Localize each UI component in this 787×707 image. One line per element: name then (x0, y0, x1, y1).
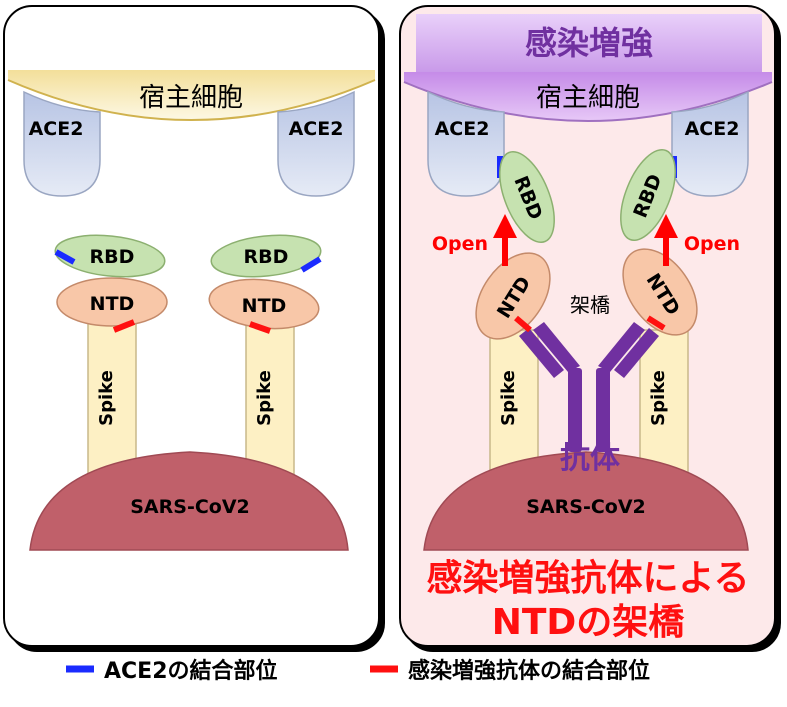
virus-label-right: SARS-CoV2 (526, 496, 646, 518)
rbd-domain-left-a (54, 234, 166, 278)
ace2-receptor-left-a (23, 90, 101, 197)
crosslink-label: 架橋 (570, 293, 610, 317)
ntd-label-left-b: NTD (242, 295, 287, 317)
legend: ACE2の結合部位 感染増強抗体の結合部位 (66, 658, 650, 684)
ace2-receptor-right-a (427, 90, 505, 197)
spike-label-left-a: Spike (96, 370, 117, 426)
spike-label-left-b: Spike (254, 370, 275, 426)
ntd-domain-left-a (56, 277, 168, 327)
rbd-domain-right-a (499, 150, 555, 244)
spike-label-right-a: Spike (498, 370, 519, 426)
rbd-label-left-a: RBD (90, 246, 135, 268)
caption-line-2: NTDの架橋 (492, 602, 685, 643)
enhancement-banner-label: 感染増強 (525, 24, 653, 62)
host-cell-label-right: 宿主細胞 (536, 83, 640, 113)
enhancing-site-left-b (249, 321, 271, 334)
legend-enhancing-label: 感染増強抗体の結合部位 (408, 658, 650, 684)
ntd-label-left-a: NTD (90, 293, 135, 315)
ace2-site-left-a (54, 249, 76, 265)
open-label-left: Open (432, 233, 488, 255)
virus-body-right (423, 451, 749, 551)
ace2-label-right-b: ACE2 (685, 118, 740, 140)
rbd-label-left-b: RBD (244, 246, 289, 268)
ace2-receptor-right-b (671, 90, 749, 197)
ntd-domain-right-a (475, 252, 551, 340)
antibody-shape (519, 322, 659, 452)
host-cell-membrane-right (404, 72, 772, 121)
enhancing-site-left-a (112, 319, 136, 333)
rbd-domain-left-b (210, 234, 322, 278)
right-panel: 感染増強 宿主細胞 ACE2 ACE2 Spike Spike SARS-CoV… (399, 5, 776, 647)
left-panel: 宿主細胞 ACE2 ACE2 Spike Spike SARS-CoV2 NTD… (3, 5, 380, 647)
enhancing-site-right-a (514, 315, 532, 333)
open-label-right: Open (684, 233, 740, 255)
virus-label-left: SARS-CoV2 (130, 496, 250, 518)
host-cell-label-left: 宿主細胞 (139, 83, 243, 113)
ace2-site-left-b (300, 256, 322, 273)
enhancing-site-right-b (646, 315, 666, 331)
ace2-label-left-a: ACE2 (29, 118, 84, 140)
virus-body-left (29, 451, 349, 551)
legend-ace2-label: ACE2の結合部位 (104, 658, 278, 684)
spike-label-right-b: Spike (648, 370, 669, 426)
enhancement-banner (416, 14, 762, 72)
ntd-domain-right-b (622, 248, 698, 336)
host-cell-membrane-left (8, 70, 375, 120)
antibody-label: 抗体 (560, 441, 621, 476)
ace2-label-right-a: ACE2 (435, 118, 490, 140)
ace2-label-left-b: ACE2 (289, 118, 344, 140)
rbd-domain-right-b (620, 148, 676, 242)
caption-line-1: 感染増強抗体による (427, 557, 750, 599)
ace2-receptor-left-b (277, 90, 355, 197)
